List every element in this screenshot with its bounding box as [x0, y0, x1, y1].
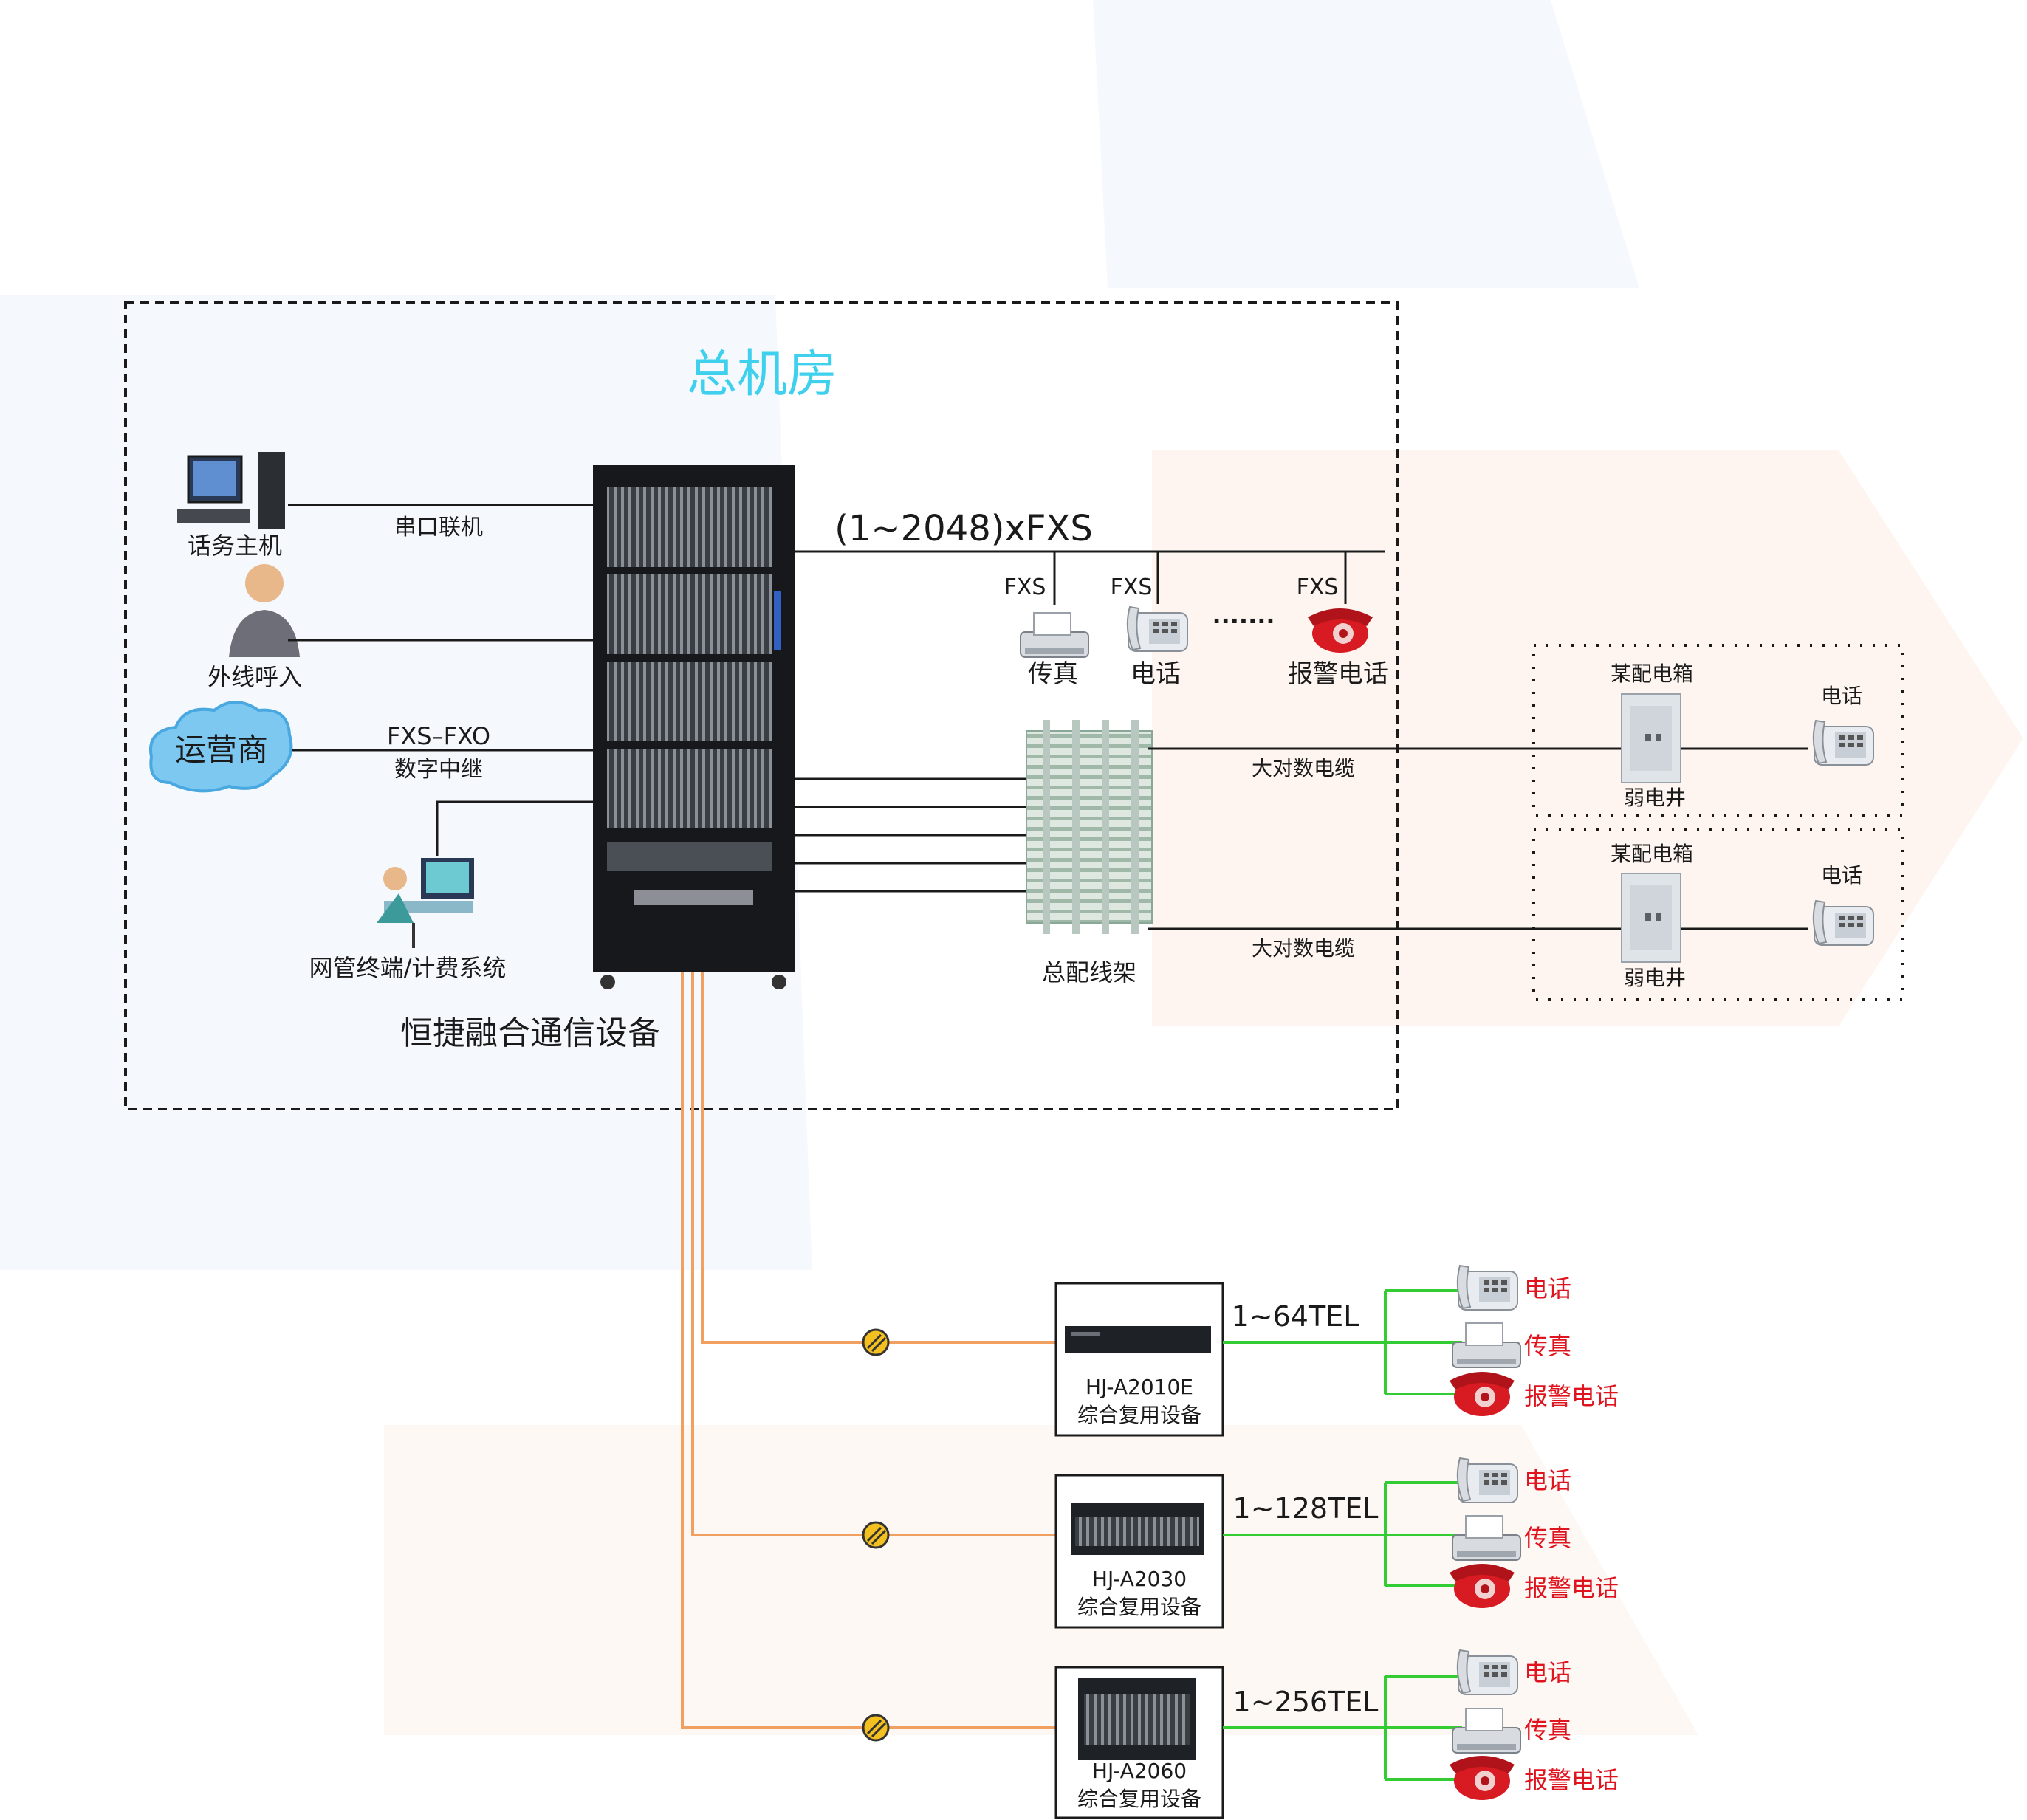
core-device-rack — [593, 465, 795, 989]
building-1-border — [1532, 644, 1904, 817]
carrier-link-label-2: 数字中继 — [394, 757, 483, 783]
console-label: 话务主机 — [188, 532, 282, 560]
background-decoration — [0, 0, 2023, 1735]
mdf-label: 总配线架 — [1042, 958, 1136, 986]
fiber-connector-icon — [862, 1714, 890, 1742]
mux-unit-1-terminal-2: 传真 — [1524, 1332, 1571, 1360]
alarm-phone-icon — [1450, 1372, 1515, 1416]
fxs-port-label-1: FXS — [1004, 574, 1046, 600]
fxs-ellipsis: ······· — [1212, 607, 1275, 635]
fiber-runs — [681, 972, 1056, 1729]
carrier-label: 运营商 — [175, 732, 268, 768]
nms-link — [436, 800, 593, 856]
mux-unit-3-model: HJ-A2060 — [1092, 1759, 1187, 1783]
caller-label: 外线呼入 — [207, 663, 302, 691]
mux-unit-3-terminal-2: 传真 — [1524, 1716, 1571, 1744]
core-device-label: 恒捷融合通信设备 — [400, 1014, 660, 1052]
phone-icon — [1812, 720, 1874, 766]
mux-unit-2-branches — [1384, 1481, 1462, 1587]
room-title: 总机房 — [687, 346, 837, 404]
alarm-phone-icon — [1450, 1756, 1515, 1800]
carrier-cloud-icon — [149, 701, 293, 793]
mdf-frame-icon — [1026, 720, 1153, 934]
cable-1-label: 大对数电缆 — [1252, 756, 1355, 780]
mux-unit-3-terminal-1: 电话 — [1524, 1658, 1571, 1686]
fxs-port-label-2: FXS — [1111, 574, 1153, 600]
main-room-border — [124, 301, 1399, 1110]
fxs-device-label-3: 报警电话 — [1288, 659, 1388, 689]
phone-icon — [1812, 900, 1874, 946]
nms-workstation-icon — [377, 858, 474, 948]
mux-unit-2-model: HJ-A2030 — [1092, 1567, 1187, 1591]
mux-unit-2-desc: 综合复用设备 — [1077, 1595, 1201, 1619]
phone-icon — [1456, 1457, 1518, 1503]
console-link-label: 串口联机 — [394, 515, 483, 540]
building-1-box-label: 某配电箱 — [1611, 662, 1693, 686]
building-2-phone-label: 电话 — [1821, 863, 1862, 887]
mux-unit-1-box — [1054, 1282, 1224, 1437]
mux-unit-2-terminal-3: 报警电话 — [1524, 1574, 1619, 1602]
fax-icon — [1020, 612, 1089, 658]
mux-unit-3-terminal-3: 报警电话 — [1524, 1766, 1619, 1794]
mux-unit-3-desc: 综合复用设备 — [1077, 1787, 1201, 1811]
mux-unit-3-capacity: 1~256TEL — [1233, 1686, 1379, 1718]
mux-unit-3-device-icon — [1078, 1678, 1196, 1760]
building-1-phone-label: 电话 — [1821, 684, 1862, 708]
fiber-connector-icon — [862, 1521, 890, 1549]
console-computer-icon — [177, 452, 285, 529]
fxs-port-label-3: FXS — [1297, 574, 1339, 600]
mux-unit-1-branches — [1384, 1289, 1462, 1395]
mux-unit-1-terminal-1: 电话 — [1524, 1274, 1571, 1302]
mux-unit-1-capacity: 1~64TEL — [1232, 1300, 1359, 1333]
fiber-connector-icon — [862, 1328, 890, 1356]
mux-unit-2-capacity: 1~128TEL — [1233, 1492, 1379, 1525]
fxs-bus-label: (1~2048)xFXS — [834, 508, 1093, 549]
fxs-device-label-2: 电话 — [1131, 659, 1181, 689]
mux-unit-2-terminal-1: 电话 — [1524, 1466, 1571, 1494]
phone-icon — [1456, 1265, 1518, 1311]
phone-icon — [1456, 1649, 1518, 1695]
mux-unit-2-terminal-2: 传真 — [1524, 1524, 1571, 1552]
mux-unit-1-terminal-3: 报警电话 — [1524, 1382, 1619, 1410]
mux-unit-1-device-icon — [1065, 1326, 1211, 1353]
rack-to-mdf-lines — [795, 777, 1026, 893]
phone-icon — [1126, 606, 1188, 652]
mux-unit-1-desc: 综合复用设备 — [1077, 1403, 1201, 1427]
building-1-shaft-label: 弱电井 — [1624, 786, 1686, 810]
mux-unit-2-device-icon — [1071, 1503, 1204, 1555]
carrier-link-label-1: FXS–FXO — [387, 722, 490, 750]
building-2-shaft-label: 弱电井 — [1624, 966, 1686, 990]
building-2-box-label: 某配电箱 — [1611, 842, 1693, 866]
fxs-device-label-1: 传真 — [1028, 659, 1078, 689]
distribution-box-icon — [1621, 873, 1681, 963]
cable-2-label: 大对数电缆 — [1252, 936, 1355, 961]
mux-unit-1-model: HJ-A2010E — [1085, 1375, 1193, 1399]
mux-unit-3-branches — [1384, 1675, 1462, 1781]
nms-label: 网管终端/计费系统 — [309, 954, 507, 982]
distribution-box-icon — [1621, 693, 1681, 783]
building-2-border — [1532, 828, 1904, 1001]
caller-person-icon — [229, 564, 300, 657]
fax-icon — [1452, 1322, 1521, 1368]
